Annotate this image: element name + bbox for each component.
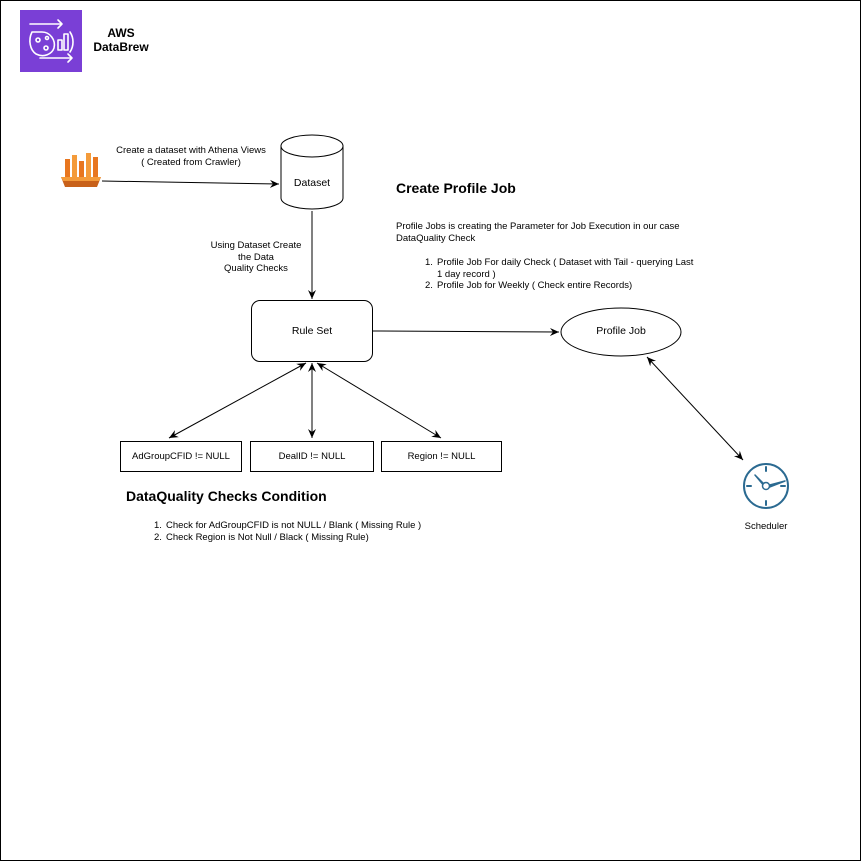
check-box-adgroupcfid: AdGroupCFID != NULL bbox=[120, 441, 242, 472]
arrow-ruleset-check-3 bbox=[316, 362, 442, 439]
ruleset-edge-label-line1: Using Dataset Create bbox=[210, 240, 302, 251]
list-item-number: 1. bbox=[425, 257, 433, 268]
athena-icon bbox=[59, 151, 103, 191]
list-item-text: 1 day record ) bbox=[437, 268, 496, 280]
profile-description-line1: Profile Jobs is creating the Parameter f… bbox=[396, 221, 680, 232]
ruleset-edge-label: Using Dataset Create the Data Quality Ch… bbox=[191, 240, 321, 275]
scheduler-label: Scheduler bbox=[744, 521, 788, 532]
scheduler-icon bbox=[741, 461, 791, 511]
arrow-profilejob-scheduler bbox=[646, 356, 744, 461]
check-box-dealid: DealID != NULL bbox=[250, 441, 374, 472]
dataset-cylinder bbox=[280, 134, 344, 210]
dataset-label: Create a dataset with Athena Views bbox=[116, 145, 266, 156]
logo-title-line1: AWS bbox=[107, 26, 135, 40]
arrow-athena-to-dataset bbox=[101, 179, 280, 188]
dq-check-list: 1. Check for AdGroupCFID is not NULL / B… bbox=[154, 520, 484, 543]
profile-description-line2: DataQuality Check bbox=[396, 232, 476, 244]
list-item-text: Profile Job For daily Check ( Dataset wi… bbox=[437, 257, 694, 268]
arrow-ruleset-to-profilejob bbox=[372, 327, 560, 336]
ruleset-edge-label-line2: the Data bbox=[238, 251, 274, 263]
check-label-dealid: DealID != NULL bbox=[278, 451, 346, 462]
list-item: 2. Check Region is Not Null / Black ( Mi… bbox=[154, 532, 484, 544]
arrow-ruleset-check-1 bbox=[168, 362, 307, 439]
list-item-number: 2. bbox=[154, 531, 162, 543]
dataset-node: Dataset bbox=[293, 177, 331, 189]
logo-title: AWS DataBrew bbox=[91, 26, 151, 54]
check-box-region: Region != NULL bbox=[381, 441, 502, 472]
profile-job-list: 1. Profile Job For daily Check ( Dataset… bbox=[425, 257, 735, 292]
profile-job-ellipse bbox=[560, 307, 682, 357]
list-item-text: Profile Job for Weekly ( Check entire Re… bbox=[437, 280, 633, 291]
logo-title-line2: DataBrew bbox=[93, 40, 149, 54]
check-label-region: Region != NULL bbox=[407, 451, 476, 462]
list-item: 2. Profile Job for Weekly ( Check entire… bbox=[425, 280, 735, 292]
list-item: 1. Check for AdGroupCFID is not NULL / B… bbox=[154, 520, 484, 532]
profile-job-node: Profile Job bbox=[596, 325, 646, 337]
dataset-edge-label: Create a dataset with Athena Views ( Cre… bbox=[101, 145, 281, 168]
list-item-number: 2. bbox=[425, 280, 433, 291]
list-item: 1. Profile Job For daily Check ( Dataset… bbox=[425, 257, 735, 280]
ruleset-node-label: Rule Set bbox=[291, 325, 333, 337]
profile-section-description: Profile Jobs is creating the Parameter f… bbox=[396, 221, 736, 244]
databrew-logo bbox=[20, 10, 82, 72]
list-item-text: Check Region is Not Null / Black ( Missi… bbox=[166, 531, 369, 543]
clock-icon bbox=[743, 463, 789, 509]
profile-section-title: Create Profile Job bbox=[396, 180, 516, 196]
check-label-adgroupcfid: AdGroupCFID != NULL bbox=[132, 451, 230, 462]
ruleset-edge-label-line3: Quality Checks bbox=[224, 263, 288, 274]
dq-section-title: DataQuality Checks Condition bbox=[126, 488, 327, 504]
dataset-sublabel: ( Created from Crawler) bbox=[141, 156, 241, 168]
list-item-text: Check for AdGroupCFID is not NULL / Blan… bbox=[166, 520, 422, 531]
ruleset-node: Rule Set bbox=[251, 300, 373, 362]
list-item-number: 1. bbox=[154, 520, 162, 531]
databrew-icon bbox=[20, 10, 82, 72]
